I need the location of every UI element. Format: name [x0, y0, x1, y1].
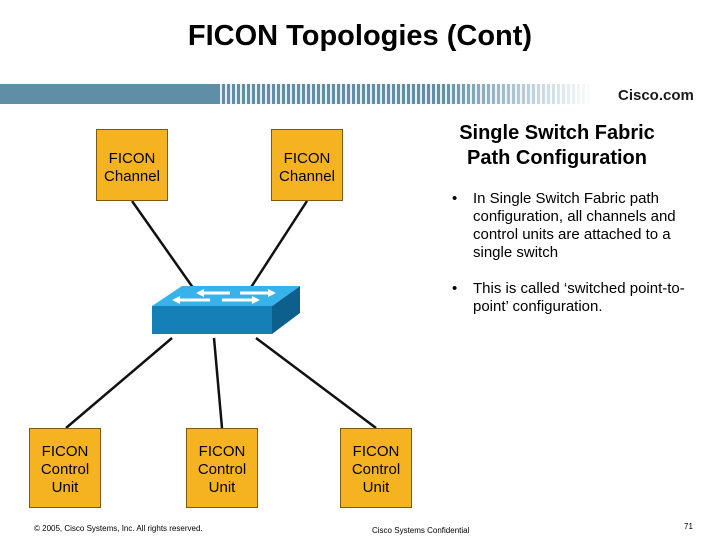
channel-label-line1: FICON — [283, 150, 331, 167]
link-control-unit-3 — [255, 337, 377, 429]
footer-confidential: Cisco Systems Confidential — [372, 526, 470, 535]
link-control-unit-2 — [212, 337, 224, 429]
ficon-control-unit-box-1: FICON Control Unit — [29, 428, 101, 508]
bullet-text: This is called ‘switched point-to-point’… — [473, 280, 685, 315]
heading-line2: Path Configuration — [467, 147, 647, 169]
control-unit-line1: FICON — [198, 443, 246, 460]
page-number: 71 — [684, 522, 693, 531]
link-channel-1 — [130, 200, 198, 293]
control-unit-line3: Unit — [362, 479, 390, 496]
bullet-dot-icon: • — [452, 280, 458, 297]
ficon-control-unit-box-2: FICON Control Unit — [186, 428, 258, 508]
bullet-dot-icon: • — [452, 190, 458, 207]
control-unit-line2: Control — [40, 461, 90, 478]
control-unit-line1: FICON — [41, 443, 89, 460]
channel-label-line2: Channel — [104, 168, 160, 185]
bullet-text: In Single Switch Fabric path configurati… — [473, 190, 676, 261]
control-unit-line2: Control — [351, 461, 401, 478]
ficon-channel-box-1: FICON Channel — [96, 129, 168, 201]
bullet-list: • In Single Switch Fabric path configura… — [450, 190, 705, 334]
link-channel-2 — [246, 200, 309, 293]
bullet-item: • In Single Switch Fabric path configura… — [450, 190, 705, 262]
control-unit-line2: Control — [197, 461, 247, 478]
link-control-unit-1 — [65, 337, 173, 429]
control-unit-line1: FICON — [352, 443, 400, 460]
control-unit-line3: Unit — [51, 479, 79, 496]
cisco-logo: Cisco.com — [618, 87, 694, 104]
slide-title: FICON Topologies (Cont) — [187, 20, 533, 52]
ficon-channel-box-2: FICON Channel — [271, 129, 343, 201]
bullet-item: • This is called ‘switched point-to-poin… — [450, 280, 705, 316]
ficon-control-unit-box-3: FICON Control Unit — [340, 428, 412, 508]
right-panel-heading: Single Switch Fabric Path Configuration — [412, 121, 702, 171]
channel-label-line1: FICON — [108, 150, 156, 167]
channel-label-line2: Channel — [279, 168, 335, 185]
heading-line1: Single Switch Fabric — [459, 122, 655, 144]
header-band-fade — [440, 84, 720, 104]
switch-icon — [152, 286, 300, 334]
footer-copyright: © 2005, Cisco Systems, Inc. All rights r… — [34, 524, 203, 533]
control-unit-line3: Unit — [208, 479, 236, 496]
